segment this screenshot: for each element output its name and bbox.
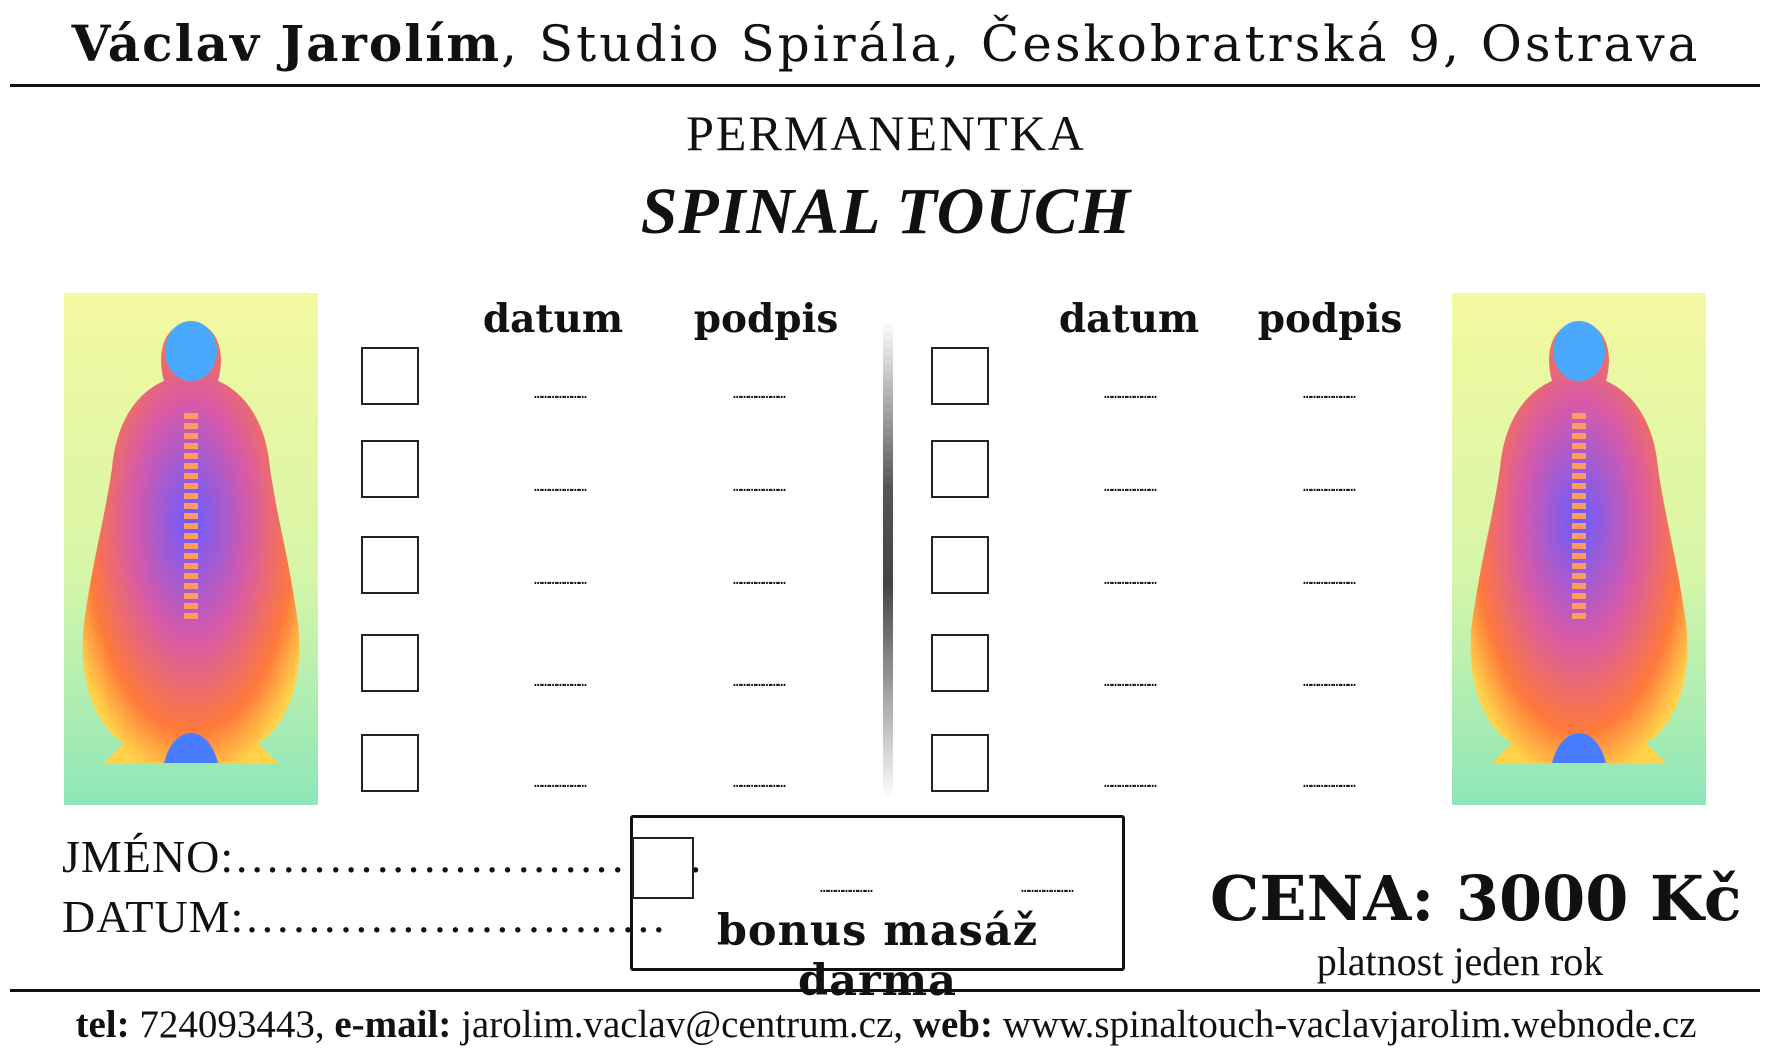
visit-checkbox[interactable] (931, 634, 989, 692)
visit-checkbox[interactable] (931, 536, 989, 594)
email-value: jarolim.vaclav@centrum.cz, (451, 1003, 913, 1046)
date-field[interactable]: ………………… (1103, 572, 1157, 588)
card-title: SPINAL TOUCH (640, 175, 1132, 248)
bonus-date-field[interactable]: ………………… (819, 880, 873, 896)
tel-label: tel: (75, 1003, 130, 1046)
purchase-date-field[interactable]: DATUM:……………………… (62, 891, 668, 942)
date-field[interactable]: ………………… (533, 674, 587, 690)
web-label: web: (912, 1003, 993, 1046)
column-header-date-left: datum (482, 296, 624, 342)
date-field[interactable]: ………………… (1103, 775, 1157, 791)
contact-footer: tel: 724093443, e-mail: jarolim.vaclav@c… (0, 1002, 1772, 1047)
date-field[interactable]: ………………… (533, 386, 587, 402)
signature-field[interactable]: ………………… (1302, 775, 1356, 791)
top-rule (10, 84, 1760, 87)
date-field[interactable]: ………………… (533, 775, 587, 791)
card-type: PERMANENTKA (686, 105, 1086, 161)
tel-value: 724093443, (129, 1003, 335, 1046)
header: Václav Jarolím, Studio Spirála, Českobra… (0, 14, 1772, 73)
visit-checkbox[interactable] (931, 440, 989, 498)
signature-field[interactable]: ………………… (732, 775, 786, 791)
spine-figure-image-left (64, 293, 318, 805)
date-field[interactable]: ………………… (1103, 674, 1157, 690)
date-field[interactable]: ………………… (1103, 386, 1157, 402)
validity-note: platnost jeden rok (1316, 939, 1604, 984)
visit-checkbox[interactable] (361, 734, 419, 792)
visit-checkbox[interactable] (361, 440, 419, 498)
signature-field[interactable]: ………………… (1302, 572, 1356, 588)
signature-field[interactable]: ………………… (732, 386, 786, 402)
column-header-date-right: datum (1058, 296, 1200, 342)
signature-field[interactable]: ………………… (1302, 386, 1356, 402)
signature-field[interactable]: ………………… (732, 572, 786, 588)
date-field[interactable]: ………………… (533, 572, 587, 588)
name-field[interactable]: JMÉNO:………………………… (62, 831, 705, 882)
spine-figure-image-right (1452, 293, 1706, 805)
visit-checkbox[interactable] (931, 347, 989, 405)
date-field[interactable]: ………………… (1103, 479, 1157, 495)
bottom-rule (10, 989, 1760, 992)
visit-checkbox[interactable] (361, 347, 419, 405)
signature-field[interactable]: ………………… (732, 479, 786, 495)
web-value: www.spinaltouch-vaclavjarolim.webnode.cz (992, 1003, 1697, 1046)
owner-name: Václav Jarolím (71, 14, 502, 73)
bonus-checkbox[interactable] (632, 837, 694, 899)
bonus-label: bonus masáž darma (716, 906, 1039, 1006)
visit-checkbox[interactable] (361, 536, 419, 594)
date-field[interactable]: ………………… (533, 479, 587, 495)
signature-field[interactable]: ………………… (732, 674, 786, 690)
bonus-box (630, 815, 1125, 971)
bonus-signature-field[interactable]: ………………… (1020, 880, 1074, 896)
signature-field[interactable]: ………………… (1302, 674, 1356, 690)
price: CENA: 3000 Kč (1210, 862, 1742, 935)
email-label: e-mail: (334, 1003, 452, 1046)
column-header-signature-left: podpis (693, 296, 839, 342)
center-divider (883, 320, 893, 800)
visit-checkbox[interactable] (361, 634, 419, 692)
studio-address: , Studio Spirála, Českobratrská 9, Ostra… (501, 15, 1701, 73)
visit-checkbox[interactable] (931, 734, 989, 792)
column-header-signature-right: podpis (1257, 296, 1403, 342)
signature-field[interactable]: ………………… (1302, 479, 1356, 495)
